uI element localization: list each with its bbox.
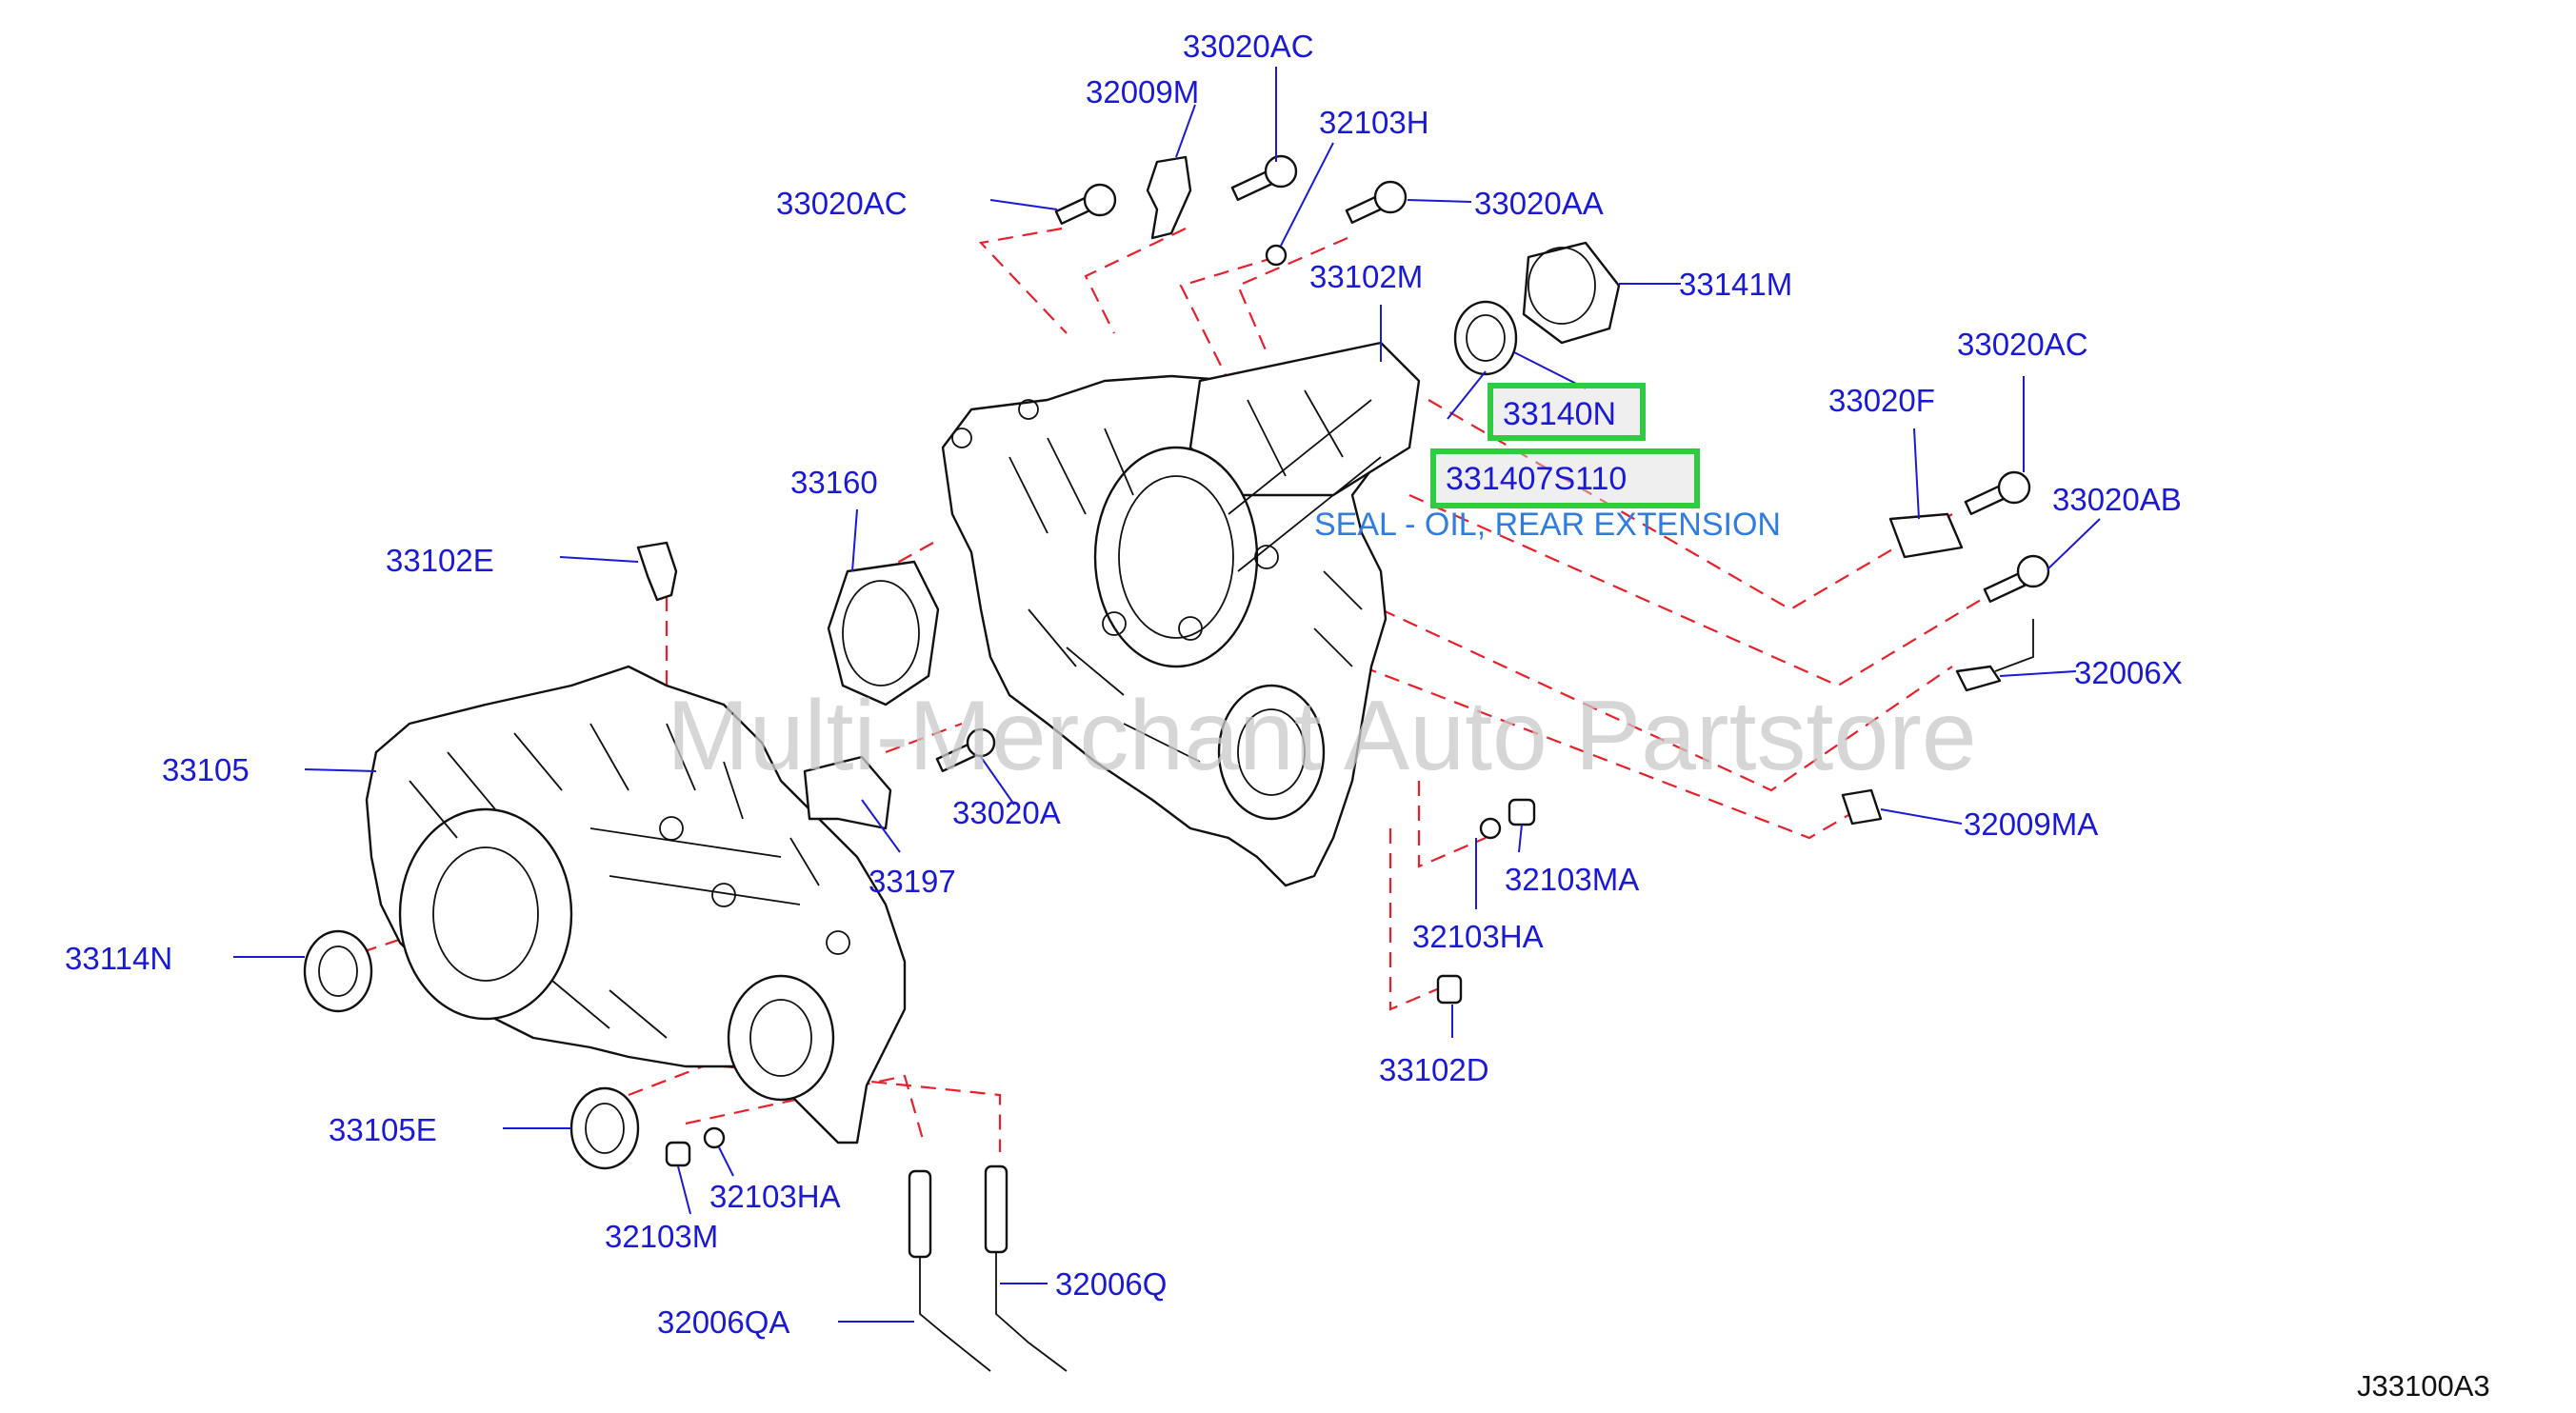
o-ring-32103H	[1265, 244, 1288, 267]
pin-33102D	[1436, 974, 1463, 1005]
sensor-32006QA	[908, 1169, 991, 1372]
sensor-32006X	[1955, 665, 2002, 692]
part-label[interactable]: 32009M	[1086, 74, 1199, 109]
o-ring-32103HA	[1479, 817, 1502, 840]
part-label[interactable]: 32103HA	[1412, 919, 1544, 954]
plug-32103MA	[1508, 798, 1536, 826]
plate-33020F	[1888, 512, 1964, 559]
bracket-32009M	[1146, 155, 1192, 240]
part-label[interactable]: 33102D	[1379, 1052, 1489, 1087]
part-label[interactable]: 33020AB	[2052, 482, 2182, 517]
highlighted-part-number[interactable]: 331407S110	[1446, 461, 1627, 497]
part-label[interactable]: 32103HA	[709, 1179, 841, 1214]
gasket-33160	[827, 560, 940, 706]
rear-extension-case	[941, 341, 1421, 887]
part-label[interactable]: 33160	[790, 465, 878, 500]
part-label[interactable]: 33105E	[329, 1112, 437, 1147]
small-parts	[303, 154, 2050, 1372]
part-label[interactable]: 32009MA	[1964, 806, 2098, 842]
bracket-32009MA	[1841, 788, 1883, 826]
plug-32103M	[665, 1141, 691, 1167]
part-label[interactable]: 32006X	[2074, 655, 2183, 690]
part-label[interactable]: 33020AA	[1474, 186, 1604, 221]
part-label[interactable]: 33102M	[1309, 259, 1423, 294]
bolt-33020AC-top	[1230, 154, 1298, 201]
part-label[interactable]: 33105	[162, 752, 250, 787]
sensor-32006Q	[984, 1164, 1068, 1372]
seal-33105E	[569, 1086, 640, 1170]
part-description: SEAL - OIL, REAR EXTENSION	[1314, 507, 1781, 543]
part-label[interactable]: 33102E	[386, 543, 494, 578]
bolt-33020AC-right	[1964, 470, 2031, 515]
part-label[interactable]: 32006Q	[1055, 1266, 1167, 1302]
highlight-box-33140N	[1488, 383, 1646, 441]
highlighted-part-label[interactable]: 33140N	[1503, 396, 1616, 432]
bolt-33020AA	[1345, 180, 1408, 224]
part-label[interactable]: 33197	[869, 864, 956, 899]
switch-33102E	[636, 541, 678, 602]
part-label[interactable]: 33114N	[65, 941, 172, 976]
part-label[interactable]: 33020AC	[776, 186, 908, 221]
part-label[interactable]: 33141M	[1679, 267, 1792, 302]
o-ring-32103HA-lower	[703, 1126, 726, 1149]
part-labels: 33020AC 32009M 32103H 33020AC 33020AA 33…	[65, 29, 2183, 1340]
transfer-case-housing	[365, 665, 907, 1144]
part-label[interactable]: 32103MA	[1505, 862, 1639, 897]
bolt-33020A	[935, 727, 996, 772]
highlight-box-331407S110	[1430, 448, 1700, 508]
watermark: Multi-Merchant Auto Partstore	[667, 681, 1977, 791]
part-label[interactable]: 33020A	[952, 795, 1061, 830]
bolt-33020AB	[1983, 554, 2050, 603]
seal-33140N	[1453, 300, 1518, 376]
part-label[interactable]: 32103H	[1319, 105, 1429, 140]
part-label[interactable]: 33020F	[1828, 383, 1935, 418]
leader-lines	[233, 67, 2101, 1323]
part-label[interactable]: 32103M	[605, 1219, 718, 1254]
part-label[interactable]: 33020AC	[1957, 327, 2088, 362]
dust-cover-33141M	[1522, 241, 1621, 345]
part-label[interactable]: 33020AC	[1183, 29, 1314, 64]
bolt-33020AC-left	[1054, 183, 1117, 225]
seal-33114N	[303, 929, 373, 1013]
diagram-reference: J33100A3	[2357, 1369, 2490, 1403]
part-label[interactable]: 32006QA	[657, 1304, 789, 1340]
